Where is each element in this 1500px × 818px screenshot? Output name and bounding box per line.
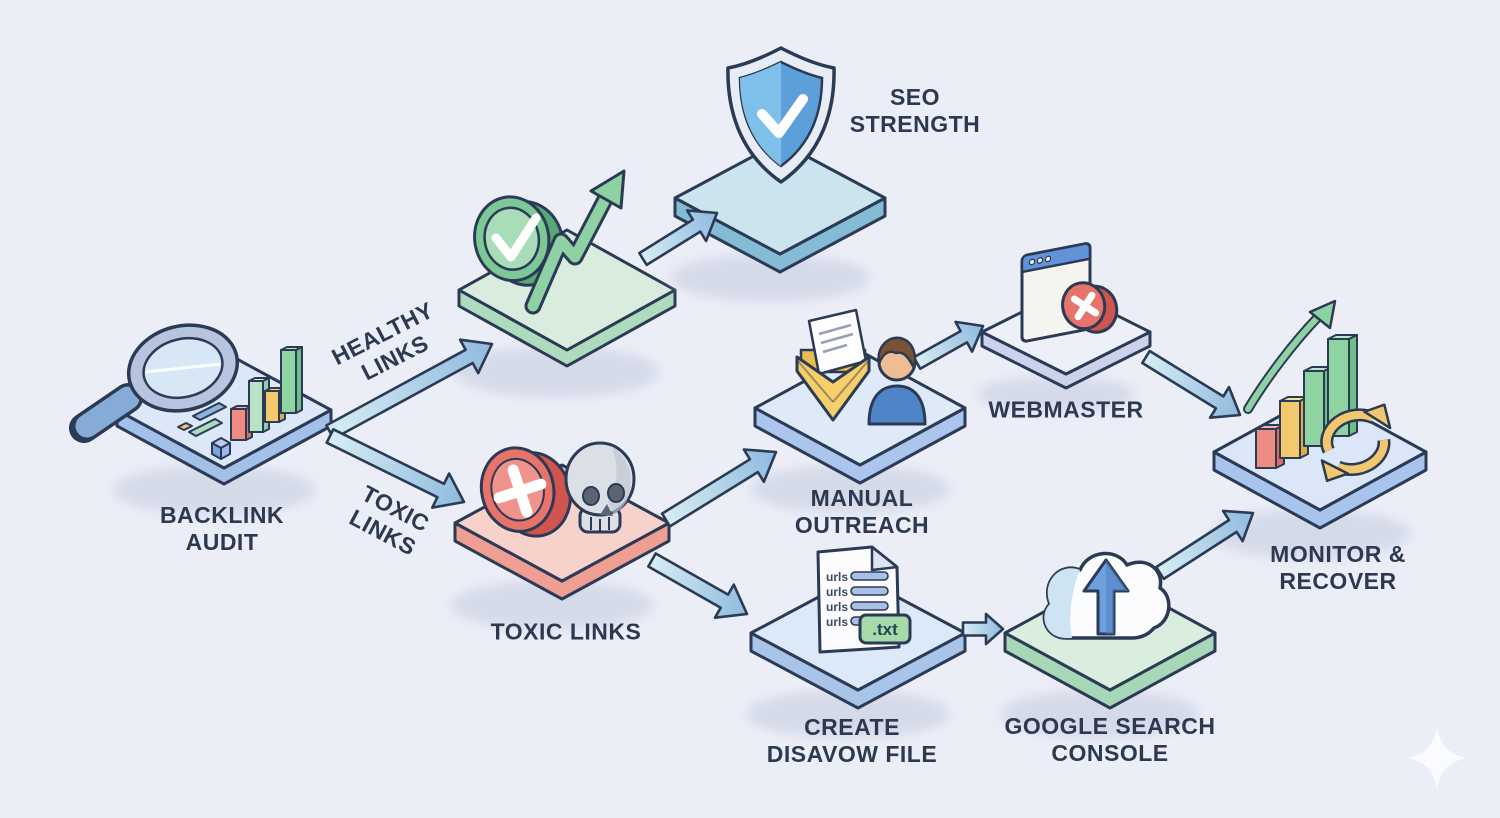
- arrow-layer: [325, 209, 1255, 646]
- healthy-to-seo-arrow: [637, 209, 719, 267]
- shield-check-icon: [726, 46, 836, 184]
- outreach-to-webmaster-arrow: [912, 320, 985, 371]
- monitor-recover-platform: [1209, 392, 1428, 559]
- check-circle-icon: [473, 195, 565, 287]
- txt-badge: .txt: [858, 613, 912, 645]
- toxic-to-outreach-arrow: [660, 448, 778, 528]
- webmaster-to-monitor-arrow: [1141, 349, 1242, 420]
- create-disavow-label: CREATE DISAVOW FILE: [766, 713, 938, 767]
- console-to-monitor-arrow: [1154, 509, 1255, 581]
- seo-strength-label: SEO STRENGTH: [849, 83, 981, 137]
- bar-3d: [280, 346, 303, 414]
- envelope-icon: [795, 308, 871, 422]
- skull-icon: [564, 441, 636, 534]
- letter-icon: [807, 308, 868, 376]
- disavow-file-icon: urls urls urls urls .txt: [816, 545, 912, 654]
- healthy-links-arrow: [325, 338, 494, 440]
- txt-badge-label: .txt: [872, 620, 898, 639]
- cube-icon: [211, 437, 231, 460]
- platform-layer: [112, 140, 1428, 738]
- trend-curve-icon: [1243, 299, 1337, 414]
- file-line-text: urls: [826, 615, 848, 629]
- disavow-to-console-arrow: [961, 612, 1005, 646]
- bars-layer: [230, 334, 1358, 469]
- toxic-links-arrow: [325, 427, 466, 509]
- file-line-text: urls: [826, 585, 848, 599]
- x-circle-icon: [479, 446, 572, 538]
- magnifying-glass-icon: [69, 323, 240, 443]
- person-icon: [867, 336, 927, 426]
- toxic-links-label: TOXIC LINKS: [490, 618, 642, 645]
- toxic-to-disavow-arrow: [646, 552, 749, 620]
- file-line-text: urls: [826, 570, 848, 584]
- manual-outreach-label: MANUAL OUTREACH: [794, 484, 930, 538]
- sparkle-watermark: [1408, 727, 1466, 789]
- seo-strength-platform: [670, 140, 887, 302]
- mini-chart-icon: [177, 402, 231, 460]
- cloud-upload-icon: [1042, 551, 1171, 640]
- google-search-console-label: GOOGLE SEARCH CONSOLE: [1004, 712, 1216, 766]
- growth-arrow-icon: [524, 169, 626, 315]
- refresh-icon: [1320, 403, 1392, 483]
- webmaster-label: WEBMASTER: [988, 396, 1144, 423]
- file-line-text: urls: [826, 600, 848, 614]
- error-badge-icon: [1061, 281, 1119, 334]
- upload-arrow-icon: [1082, 558, 1130, 636]
- backlink-audit-label: BACKLINK AUDIT: [159, 501, 285, 555]
- monitor-recover-label: MONITOR & RECOVER: [1270, 540, 1406, 594]
